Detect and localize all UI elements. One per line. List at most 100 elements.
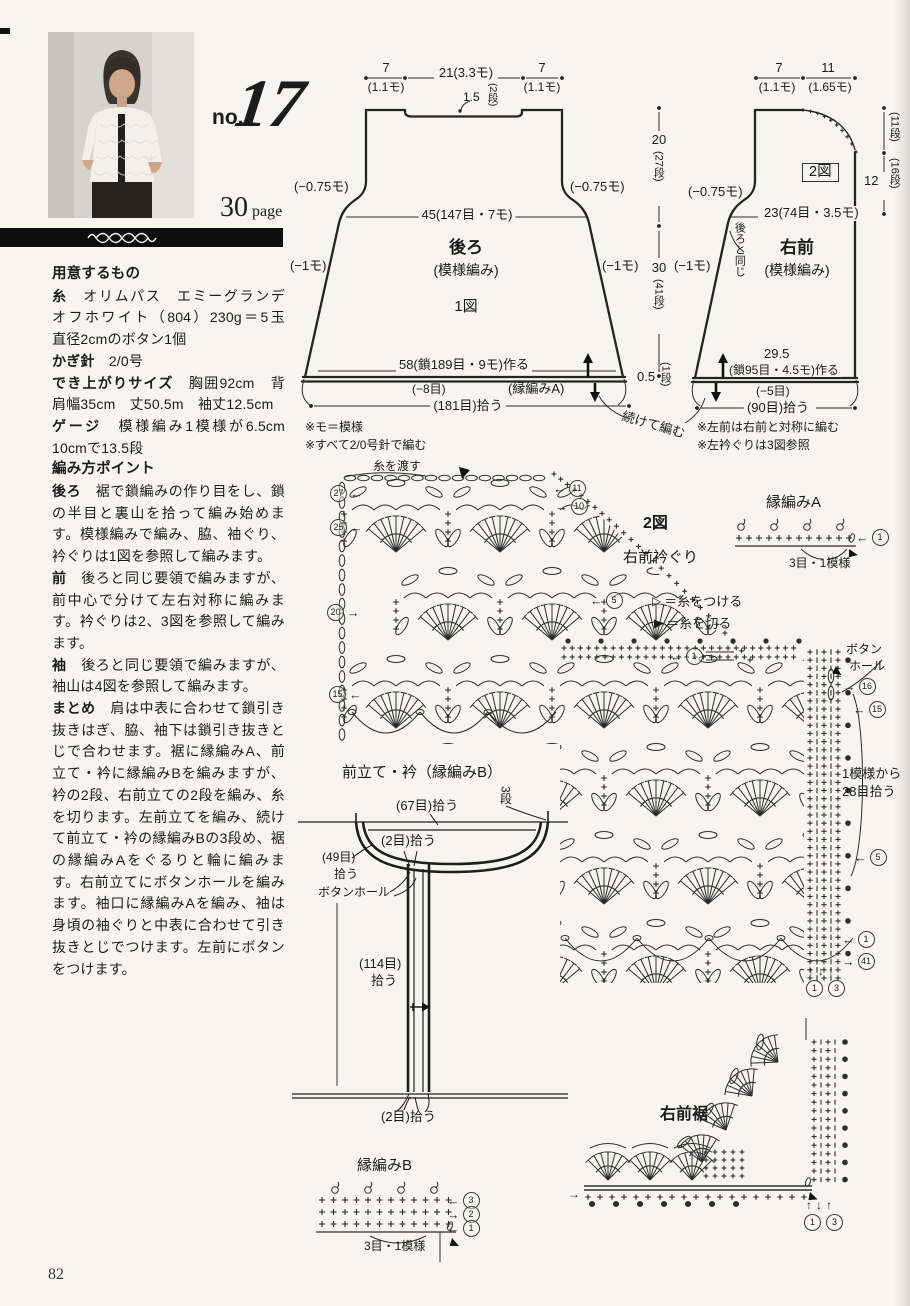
back-neck-depth-rows: (2段) bbox=[486, 83, 499, 107]
band-buttonhole-label: ボタンホール bbox=[318, 885, 391, 899]
front-cast-on-width: 29.5 bbox=[764, 346, 790, 361]
row-16-marker: →16 bbox=[843, 678, 876, 695]
registration-mark bbox=[0, 28, 10, 34]
arrow-left-icon: ← bbox=[842, 932, 855, 947]
edging-a-title: 縁編みA bbox=[766, 494, 822, 511]
front-neck-width: 11 bbox=[821, 60, 835, 75]
page-reference-number: 30 bbox=[220, 192, 248, 223]
band-pickup-49a: (49目) bbox=[322, 850, 356, 864]
back-shoulder-width-right: 7 bbox=[538, 60, 546, 75]
front-shoulder-decrease: (−0.75モ) bbox=[688, 184, 743, 199]
back-shoulder-width-right-unit: (1.1モ) bbox=[523, 80, 561, 94]
chart-bottom-row1: 1 bbox=[806, 980, 823, 997]
yarn-carry-note: 糸を渡す bbox=[373, 459, 422, 473]
row-11-marker: ←11 bbox=[553, 480, 586, 497]
back-neck-depth: 1.5 bbox=[463, 90, 480, 104]
back-edging-a-ref: (縁編みA) bbox=[508, 381, 565, 396]
materials-yarn: 糸 オリムパス エミーグランデ オフホワイト（804）230g＝5玉 直径2cm… bbox=[52, 287, 300, 348]
hem-row1: 1 bbox=[804, 1214, 821, 1231]
row-15-right-marker: ←15 bbox=[853, 701, 886, 718]
points-finishing: まとめ 肩は中表に合わせて鎖引き抜きはぎ、脇、袖下は鎖引き抜きとじで合わせます。… bbox=[52, 700, 285, 977]
row-1-marker: ←1 bbox=[670, 648, 703, 665]
materials-title: 用意するもの bbox=[52, 266, 141, 282]
arrow-left-icon: ← bbox=[447, 1193, 460, 1208]
model-photo bbox=[48, 32, 194, 218]
arrow-right-icon: → bbox=[347, 605, 360, 620]
design-number: 17 bbox=[230, 65, 310, 141]
row-41-marker: →41 bbox=[842, 953, 875, 970]
back-note-1: ※モ＝模様 bbox=[305, 420, 364, 434]
divider-ornament bbox=[87, 232, 157, 244]
page-reference-word: page bbox=[252, 203, 283, 220]
edging-b-caption: 3目・1模様 bbox=[364, 1239, 426, 1253]
back-shoulder-width-left-unit: (1.1モ) bbox=[367, 80, 405, 94]
edging-a-row1: ←1 bbox=[856, 529, 889, 546]
front-note-1: ※左前は右前と対称に編む bbox=[697, 420, 840, 434]
band-rows-3: 3段 bbox=[498, 786, 513, 805]
arrow-right-icon: → bbox=[447, 1207, 460, 1222]
page-number: 82 bbox=[48, 1266, 64, 1283]
row-25-marker: 25← bbox=[330, 519, 363, 536]
front-figure-ref: 2図 bbox=[802, 163, 839, 183]
arrow-left-icon: ← bbox=[590, 593, 603, 608]
front-shoulder-width: 7 bbox=[775, 60, 783, 75]
arrow-right-icon: → bbox=[842, 954, 855, 969]
arrow-right-icon: → bbox=[555, 499, 568, 514]
back-figure-ref: 1図 bbox=[454, 298, 478, 315]
edging-b-row2: →2 bbox=[447, 1206, 480, 1223]
instructions-column: 用意するもの 糸 オリムパス エミーグランデ オフホワイト（804）230g＝5… bbox=[52, 264, 300, 980]
back-shoulder-width-left: 7 bbox=[382, 60, 390, 75]
legend-cut-yarn: ▶＝糸を切る bbox=[654, 615, 732, 632]
hem-chart-title: 右前裾 bbox=[660, 1106, 709, 1123]
back-shoulder-decrease-right: (−0.75モ) bbox=[570, 179, 625, 194]
page-reference: 30 page bbox=[220, 192, 282, 224]
continue-knitting-note: 続けて編む bbox=[620, 408, 687, 441]
hem-row-count: (1段) bbox=[659, 362, 672, 387]
band-title: 前立て・衿（縁編みB） bbox=[342, 764, 503, 781]
section-divider-bar bbox=[0, 228, 283, 247]
back-note-2: ※すべて2/0号針で編む bbox=[305, 438, 427, 452]
row-5-right-marker: ←5 bbox=[854, 849, 887, 866]
model-photo-art bbox=[48, 32, 194, 218]
front-stitch-pattern: (模様編み) bbox=[764, 262, 830, 278]
materials-gauge: ゲージ 模様編み1模様が6.5cm 10cmで13.5段 bbox=[52, 417, 300, 456]
hem-chart-start-arrow: → bbox=[568, 1187, 580, 1201]
row-5-marker: ←5 bbox=[590, 592, 623, 609]
chart-figure-label: 2図 bbox=[643, 515, 668, 532]
legend-attach-yarn: ▷＝糸をつける bbox=[652, 593, 743, 610]
page-gutter-shadow bbox=[894, 0, 910, 1306]
arrow-right-icon: → bbox=[843, 679, 856, 694]
length-lower: 30 bbox=[651, 260, 667, 276]
front-piece-name: 右前 bbox=[780, 238, 814, 257]
arrow-left-icon: ← bbox=[670, 649, 683, 664]
front-armhole-rows: (16段) bbox=[888, 158, 900, 189]
front-cast-on: (鎖95目・4.5モ)作る bbox=[727, 363, 842, 378]
back-side-decrease-right: (−1モ) bbox=[602, 258, 639, 273]
attach-yarn-icon: ▷ bbox=[652, 593, 662, 608]
row-10-marker: →10 bbox=[555, 498, 588, 515]
front-same-as-back: 後ろと同じ bbox=[733, 222, 746, 277]
buttonhole-label-1: ボタン bbox=[846, 642, 883, 656]
buttonhole-label-2: ホール bbox=[849, 659, 886, 673]
front-minus5: (−5目) bbox=[756, 384, 790, 398]
length-upper: 20 bbox=[651, 132, 667, 148]
hem-direction-arrows: ↑↓↑ bbox=[806, 1198, 836, 1212]
arrow-left-icon: ← bbox=[553, 481, 566, 496]
chart-sub-label: 右前衿ぐり bbox=[623, 549, 699, 566]
hem-row-height: 0.5 bbox=[637, 369, 656, 384]
edging-b-title: 縁編みB bbox=[357, 1157, 413, 1174]
back-chest-width: 45(147目・7モ) bbox=[418, 207, 516, 223]
front-neck-width-unit: (1.65モ) bbox=[808, 80, 852, 94]
back-piece-name: 後ろ bbox=[449, 238, 483, 257]
chart-bottom-row3: 3 bbox=[828, 980, 845, 997]
edging-a-caption: 3目・1模様 bbox=[789, 556, 851, 570]
points-front: 前 後ろと同じ要領で編みますが、前中心で分けて左右対称に編みます。衿ぐりは2、3… bbox=[52, 569, 285, 651]
arrow-left-icon: ← bbox=[350, 486, 363, 501]
back-side-decrease-left: (−1モ) bbox=[290, 258, 327, 273]
materials-hook: かぎ針 2/0号 bbox=[52, 352, 144, 369]
length-lower-rows: (41段) bbox=[652, 279, 665, 310]
pickup-note-line1: 1模様から bbox=[842, 766, 902, 781]
row-15-marker: 15← bbox=[329, 686, 362, 703]
points-back: 後ろ 裾で鎖編みの作り目をし、鎖の半目と裏山を拾って編み始めます。模様編みで編み… bbox=[52, 483, 285, 565]
